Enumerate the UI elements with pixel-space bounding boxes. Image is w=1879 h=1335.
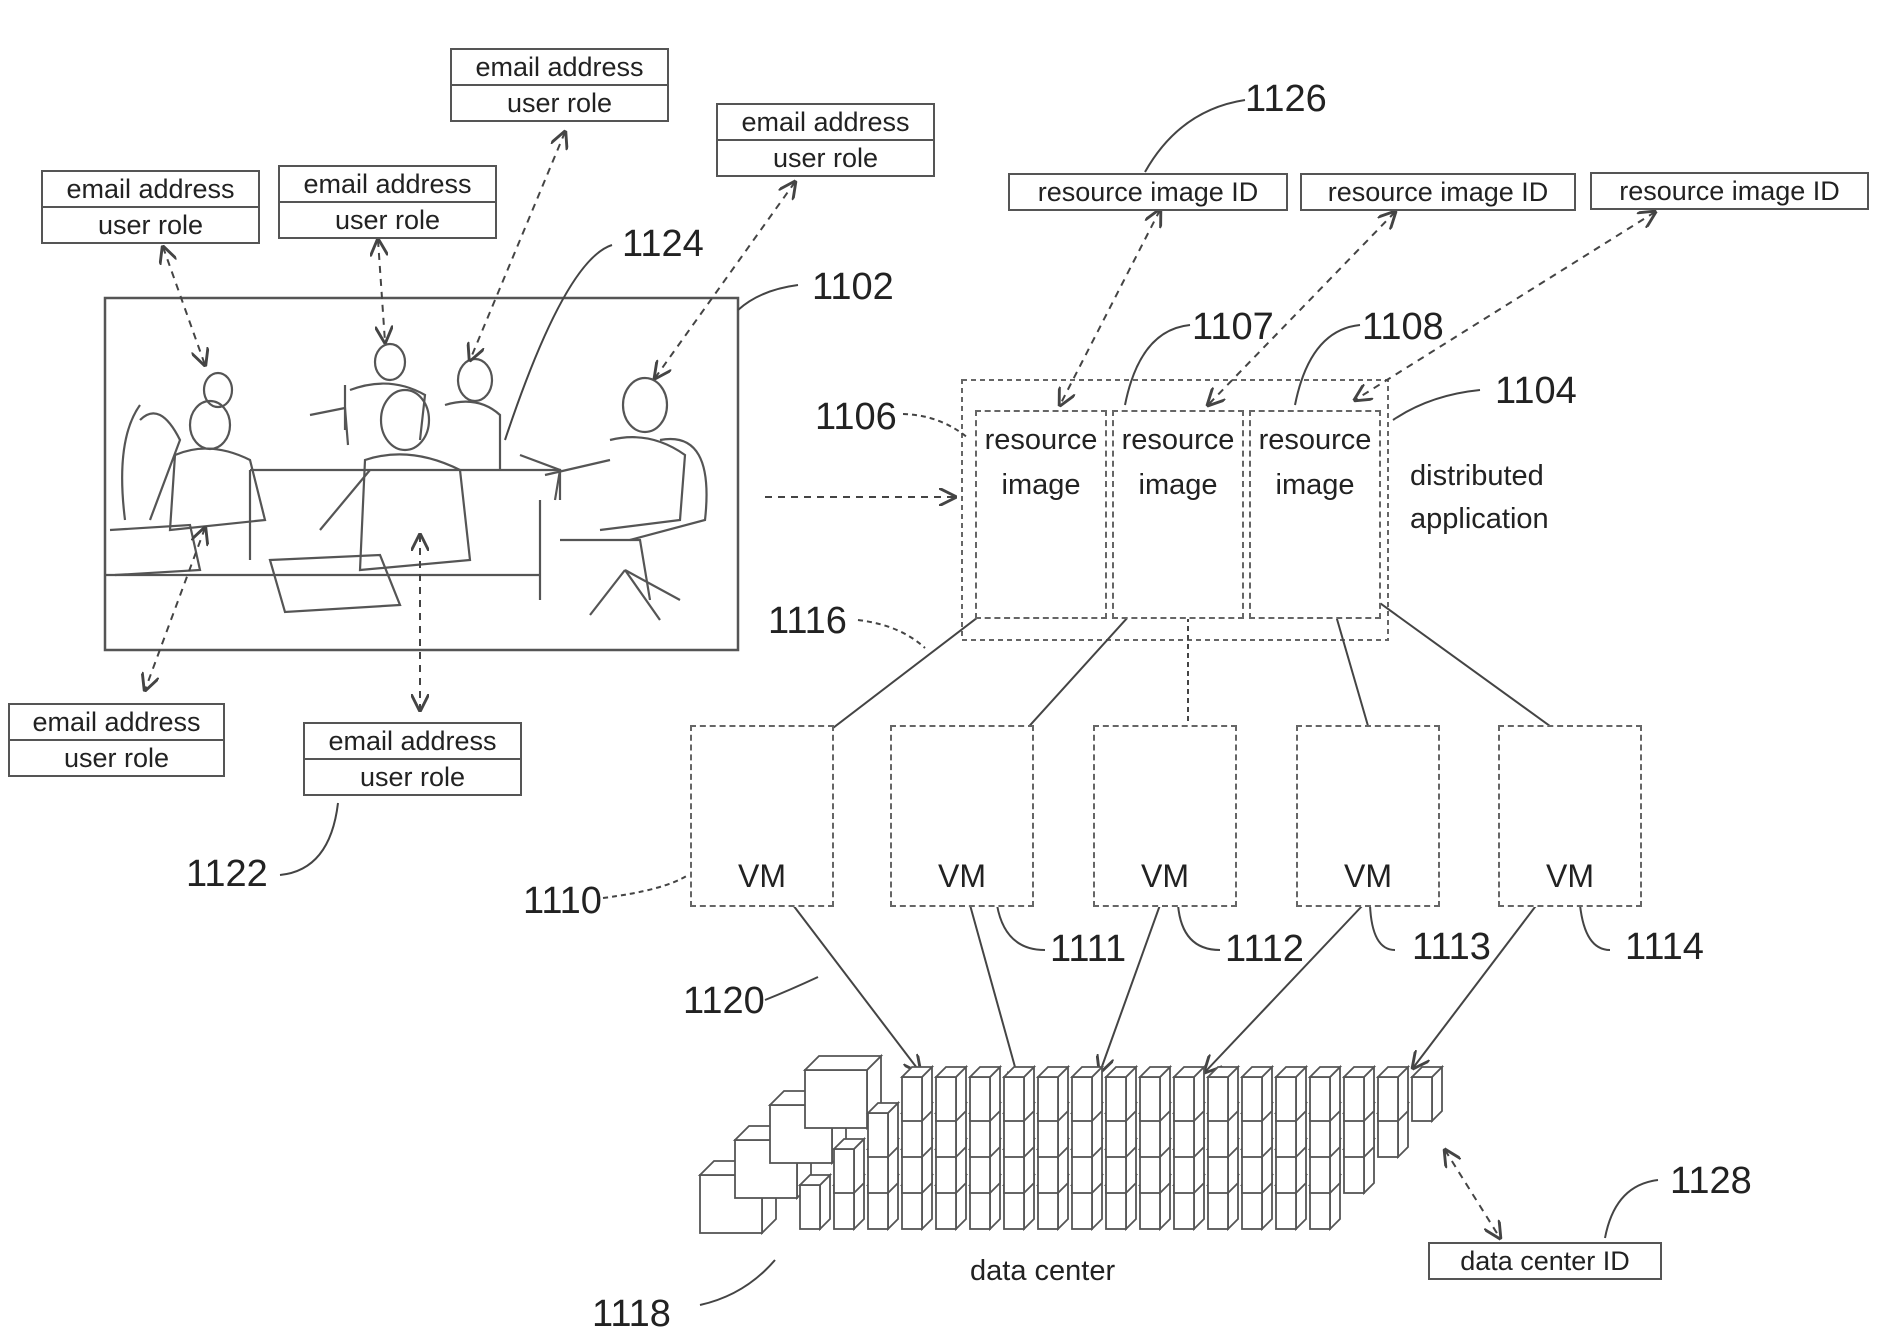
ref-1104: 1104 (1495, 372, 1577, 410)
server-block (800, 1185, 820, 1229)
ref-1126: 1126 (1245, 80, 1327, 118)
user-field-box-1: email address user role (41, 170, 260, 244)
server-block (1378, 1077, 1398, 1121)
server-block (1038, 1077, 1058, 1121)
resource-image-box-2: resource image (1112, 410, 1244, 619)
vm-label: VM (1500, 858, 1640, 895)
vm-label: VM (892, 858, 1032, 895)
ref-1116: 1116 (768, 602, 847, 640)
vm-box-3: VM (1093, 725, 1237, 907)
resource-image-id-box-1: resource image ID (1008, 173, 1288, 211)
vm-box-5: VM (1498, 725, 1642, 907)
server-block (970, 1077, 990, 1121)
server-block (805, 1070, 867, 1128)
ref-1112: 1112 (1225, 930, 1304, 968)
server-block (1174, 1077, 1194, 1121)
server-block (1004, 1077, 1024, 1121)
ref-1110: 1110 (523, 882, 602, 920)
data-center-servers (700, 1056, 1442, 1233)
datacenter-id-arrow (1445, 1150, 1500, 1238)
user-field-box-6: email address user role (303, 722, 522, 796)
distributed-application-line1: distributed (1410, 462, 1544, 491)
email-address-label: email address (280, 167, 495, 201)
server-block (1242, 1077, 1262, 1121)
resource-image-line1: resource (977, 424, 1105, 457)
server-block (902, 1077, 922, 1121)
ref-1102: 1102 (812, 268, 894, 306)
server-block (1106, 1077, 1126, 1121)
server-block-top (805, 1056, 881, 1070)
ref-1128: 1128 (1670, 1162, 1752, 1200)
email-address-label: email address (718, 105, 933, 139)
server-block (1276, 1077, 1296, 1121)
user-role-label: user role (10, 739, 223, 775)
email-address-label: email address (452, 50, 667, 84)
resource-image-line2: image (1251, 469, 1379, 502)
server-block (936, 1077, 956, 1121)
resource-image-line1: resource (1251, 424, 1379, 457)
vm-label: VM (692, 858, 832, 895)
resource-image-line1: resource (1114, 424, 1242, 457)
user-field-box-2: email address user role (278, 165, 497, 239)
user-role-label: user role (452, 84, 667, 120)
ref-1108: 1108 (1362, 308, 1444, 346)
server-block (1310, 1077, 1330, 1121)
server-block (1412, 1077, 1432, 1121)
email-address-label: email address (305, 724, 520, 758)
resource-image-line2: image (977, 469, 1105, 502)
resource-image-box-3: resource image (1249, 410, 1381, 619)
vm-box-4: VM (1296, 725, 1440, 907)
user-role-label: user role (280, 201, 495, 237)
ref-1120: 1120 (683, 982, 765, 1020)
user-field-box-4: email address user role (716, 103, 935, 177)
user-role-label: user role (43, 206, 258, 242)
server-block (834, 1149, 854, 1193)
user-field-box-3: email address user role (450, 48, 669, 122)
ref-1122: 1122 (186, 855, 268, 893)
email-address-label: email address (43, 172, 258, 206)
server-block (1344, 1077, 1364, 1121)
resource-image-id-box-2: resource image ID (1300, 173, 1576, 211)
resource-image-box-1: resource image (975, 410, 1107, 619)
vm-box-1: VM (690, 725, 834, 907)
ref-1114: 1114 (1625, 928, 1704, 966)
ref-1124: 1124 (622, 225, 704, 263)
server-block (868, 1113, 888, 1157)
server-block (1140, 1077, 1160, 1121)
vm-label: VM (1095, 858, 1235, 895)
server-block (1208, 1077, 1228, 1121)
server-block (1072, 1077, 1092, 1121)
leader-lines (280, 100, 1658, 1305)
user-role-label: user role (305, 758, 520, 794)
distributed-application-line2: application (1410, 505, 1549, 534)
ref-1111: 1111 (1050, 930, 1126, 968)
vm-box-2: VM (890, 725, 1034, 907)
resource-image-line2: image (1114, 469, 1242, 502)
ref-1107: 1107 (1192, 308, 1274, 346)
user-role-label: user role (718, 139, 933, 175)
ref-1106: 1106 (815, 398, 897, 436)
ref-1113: 1113 (1412, 928, 1491, 966)
vm-label: VM (1298, 858, 1438, 895)
data-center-label: data center (970, 1257, 1115, 1286)
email-address-label: email address (10, 705, 223, 739)
user-field-box-5: email address user role (8, 703, 225, 777)
ref-1118: 1118 (592, 1295, 671, 1333)
resource-image-id-box-3: resource image ID (1590, 172, 1869, 210)
data-center-id-box: data center ID (1428, 1242, 1662, 1280)
